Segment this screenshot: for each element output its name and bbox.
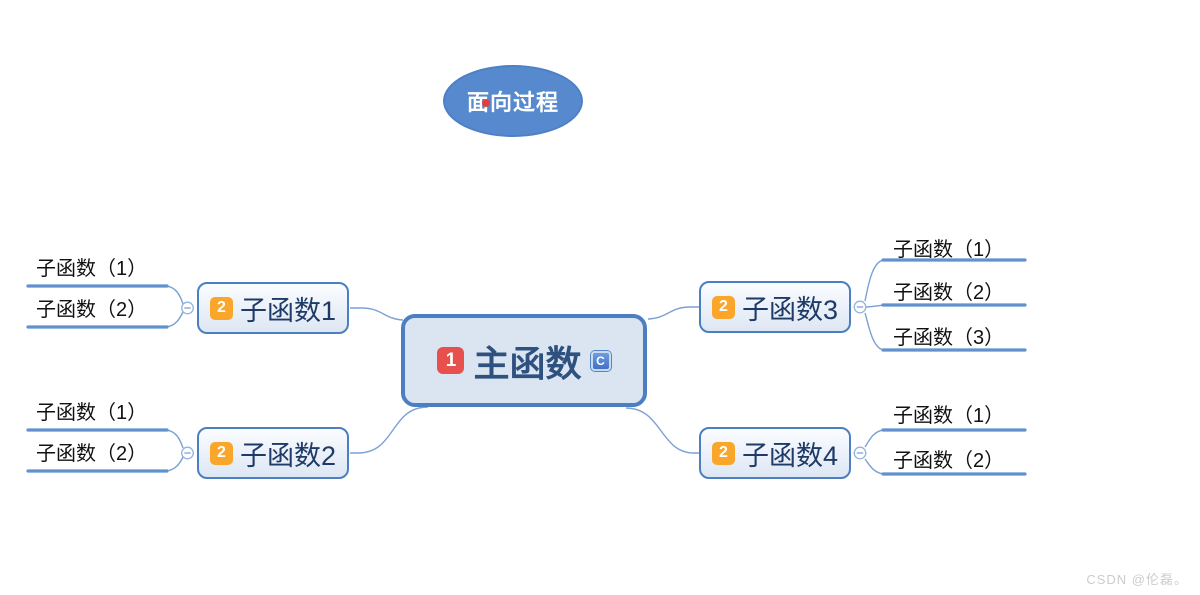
- collapse-button-sub4[interactable]: [853, 446, 867, 460]
- connector-sub1-child2: [165, 311, 184, 328]
- watermark: CSDN @伦磊。: [1086, 572, 1188, 587]
- connector-main-sub3: [647, 306, 700, 320]
- leaf-sub4-child1[interactable]: 子函数（1）: [893, 405, 1005, 427]
- priority-2-badge-icon: 2: [209, 296, 233, 320]
- central-topic-label: 主函数: [473, 342, 582, 384]
- red-dot: [482, 99, 490, 107]
- leaf-sub1-child2[interactable]: 子函数（2）: [36, 299, 148, 321]
- collapse-button-sub3[interactable]: [853, 300, 867, 314]
- connector-sub4-child1: [864, 429, 885, 448]
- central-topic[interactable]: 1 主函数 C: [401, 314, 647, 407]
- priority-1-badge-icon: 1: [437, 347, 465, 374]
- leaf-sub1-child1[interactable]: 子函数（1）: [36, 258, 148, 280]
- tag-c-badge-icon: C: [590, 350, 611, 371]
- connector-sub3-child3: [864, 312, 885, 351]
- subtopic-3-label: 子函数3: [741, 294, 839, 325]
- connector-sub1-child1: [165, 285, 184, 305]
- connector-sub2-child1: [165, 429, 184, 449]
- subtopic-2-label: 子函数2: [239, 440, 337, 471]
- leaf-sub3-child1[interactable]: 子函数（1）: [893, 239, 1005, 261]
- leaf-sub2-child2[interactable]: 子函数（2）: [36, 443, 148, 465]
- subtopic-2[interactable]: 2 子函数2: [197, 427, 349, 479]
- subtopic-1-label: 子函数1: [239, 295, 337, 326]
- priority-2-badge-icon: 2: [711, 441, 735, 465]
- floating-topic[interactable]: 面向过程: [443, 65, 583, 137]
- connector-sub3-child1: [864, 259, 885, 302]
- subtopic-4[interactable]: 2 子函数4: [699, 427, 851, 479]
- subtopic-3[interactable]: 2 子函数3: [699, 281, 851, 333]
- priority-2-badge-icon: 2: [711, 295, 735, 319]
- leaf-sub4-child2[interactable]: 子函数（2）: [893, 450, 1005, 472]
- leaf-sub3-child3[interactable]: 子函数（3）: [893, 327, 1005, 349]
- collapse-button-sub1[interactable]: [181, 301, 194, 315]
- leaf-sub3-child2[interactable]: 子函数（2）: [893, 282, 1005, 304]
- subtopic-1[interactable]: 2 子函数1: [197, 282, 349, 334]
- priority-2-badge-icon: 2: [209, 441, 233, 465]
- connector-main-sub1: [350, 307, 404, 321]
- floating-topic-label: 面向过程: [466, 90, 559, 115]
- collapse-button-sub2[interactable]: [181, 446, 194, 460]
- connector-main-sub2: [350, 406, 429, 454]
- leaf-sub2-child1[interactable]: 子函数（1）: [36, 402, 148, 424]
- connector-sub4-child2: [864, 458, 885, 475]
- connector-sub3-child2: [865, 304, 885, 308]
- connector-sub2-child2: [165, 456, 184, 472]
- subtopic-4-label: 子函数4: [741, 440, 839, 471]
- connector-main-sub4: [625, 407, 700, 454]
